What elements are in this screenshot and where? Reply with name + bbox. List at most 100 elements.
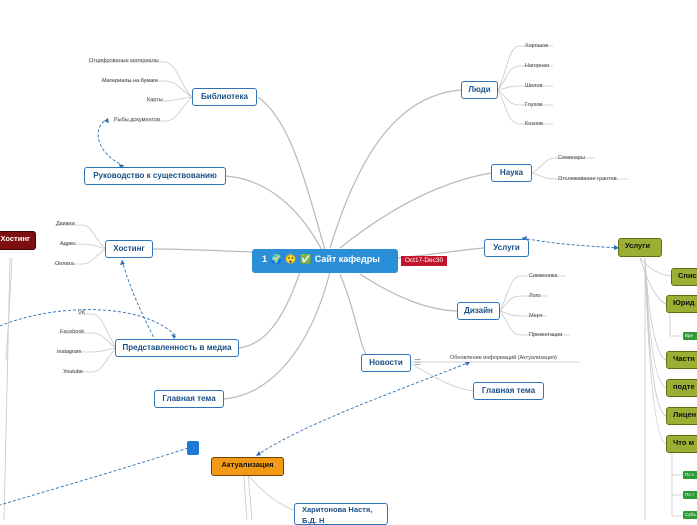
media-leaf-2 [58,332,117,349]
science-leaf-grants[interactable]: Отслеживание грантов [558,176,617,182]
services-item-1[interactable]: Спис [671,268,697,286]
central-topic[interactable]: 1 🌍 😲 ✅ Сайт кафедры [252,249,398,273]
relationship-connectors [0,119,620,506]
hosting-leaf-address[interactable]: Адрес [60,241,76,247]
check-mark-icon: ✅ [300,254,312,264]
design-leaf-symbols[interactable]: Символика [529,273,558,279]
services-sub-1 [669,313,683,337]
host-leaf-1 [55,224,107,250]
library-topic[interactable]: Библиотека [192,88,257,106]
services-item-4[interactable]: подте [666,379,697,397]
priority-one-icon: 1 [262,254,268,264]
media-leaf-1 [77,313,117,349]
people-leaf-1 [497,45,553,91]
people-leaf-3[interactable]: Шилов [525,83,543,89]
host-leaf-3 [54,248,107,265]
services-panel-topic[interactable]: Услуги [618,238,662,257]
people-topic[interactable]: Люди [461,81,498,99]
hosting-topic[interactable]: Хостинг [105,240,153,258]
services-item-5[interactable]: Лицен [666,407,697,425]
services-item-6[interactable]: Что м [666,435,697,453]
services-branch-3 [644,257,667,361]
news-topic[interactable]: Новости [361,354,411,372]
main-topic-left[interactable]: Главная тема [154,390,224,408]
connector-hosting [152,248,253,253]
lib-leaf-1 [88,61,193,98]
actualization-topic[interactable]: Актуализация [211,457,284,476]
people-leaf-1[interactable]: Хорошов [525,43,549,49]
services-branch-4 [644,257,667,389]
hosting-left-branch [5,257,13,361]
media-topic[interactable]: Представленность в медиа [115,339,239,357]
people-leaf-2 [497,65,553,91]
library-leaf-paper[interactable]: Материалы на бумаге [102,78,159,84]
hosting-leaf-engines[interactable]: Движки [56,221,75,227]
design-leaf-3 [499,310,547,317]
rel-media-left [0,309,177,337]
rel-square-left [0,447,189,506]
arrow-services-right [614,245,619,250]
people-leaf-4[interactable]: Глухов [525,102,543,108]
arrow-news [465,362,470,366]
services-green-1[interactable]: Вре [683,332,697,340]
arrow-library [104,118,109,123]
central-topic-title: Сайт кафедры [314,254,380,264]
media-leaf-vk[interactable]: VK [78,310,86,316]
media-leaf-4 [62,347,117,373]
services-item-3[interactable]: Частн [666,351,697,369]
lib-leaf-3 [146,96,193,102]
services-topic[interactable]: Услуги [484,239,529,257]
rel-hosting-media [121,259,155,339]
services-sub-2 [671,454,683,517]
services-item-2[interactable]: Юрид [666,295,697,313]
media-leaf-instagram[interactable]: Instagram [57,349,82,355]
news-leaf-update[interactable]: Обновление информаций (Актуализация) [450,355,557,361]
design-leaf-1 [499,275,566,312]
connector-guide [225,175,323,251]
library-leaf-templates[interactable]: Рыбы документов [114,117,160,123]
surprised-face-icon: 😲 [285,254,297,264]
services-green-2[interactable]: По с [683,471,697,479]
science-leaf-1 [531,157,595,174]
actualization-person-name-2: Б.Д. Н [302,516,325,525]
hosting-left-topic[interactable]: Хостинг [0,231,36,250]
rel-guide-library [97,119,125,167]
science-topic[interactable]: Наука [491,164,532,182]
science-leaf-seminars[interactable]: Семинары [558,155,585,161]
connector-people [329,89,462,249]
rel-news-actualization [255,361,471,457]
guide-topic[interactable]: Руководство к существованию [84,167,226,185]
globe-icon: 🌍 [270,254,282,264]
library-leaf-maps[interactable]: Карты [147,97,163,103]
actualization-person-name: Харитонова Настя, [302,505,373,514]
hosting-leaf-payment[interactable]: Оплата [55,261,74,267]
actualization-person[interactable]: Харитонова Настя, Б.Д. Н [294,503,388,525]
design-leaf-presentations[interactable]: Презентации [529,332,563,338]
design-topic[interactable]: Дизайн [457,302,500,320]
services-branch-2 [639,257,667,305]
design-leaf-4 [499,310,570,336]
hosting-left-spine [3,257,11,520]
library-leaf-digitized[interactable]: Отцифрованые материалы [89,58,159,64]
services-green-3[interactable]: По т [683,491,697,499]
blue-marker[interactable] [187,441,199,455]
actualization-branch [247,474,295,511]
arrowheads [104,118,619,456]
media-leaf-facebook[interactable]: Facebook [60,329,85,335]
news-leaf-2 [410,363,474,392]
main-topic-right[interactable]: Главная тема [473,382,544,400]
services-green-4[interactable]: Субъ [683,511,697,519]
media-leaf-youtube[interactable]: Youtube [63,369,83,375]
science-leaf-2 [531,172,628,180]
arrow-actualization [256,451,261,456]
notes-icon[interactable]: ☰ [414,359,422,367]
people-leaf-2[interactable]: Нагорная [525,63,550,69]
design-leaf-logo[interactable]: Лого [529,293,541,299]
design-leaf-merch[interactable]: Мерч [529,313,543,319]
media-leaf-3 [56,347,117,353]
main-connectors [152,89,492,400]
date-range-badge: Oct17-Dec30 [401,256,447,266]
people-leaf-5[interactable]: Козлов [525,121,543,127]
connector-library [257,96,326,251]
arrow-hosting [120,260,125,265]
